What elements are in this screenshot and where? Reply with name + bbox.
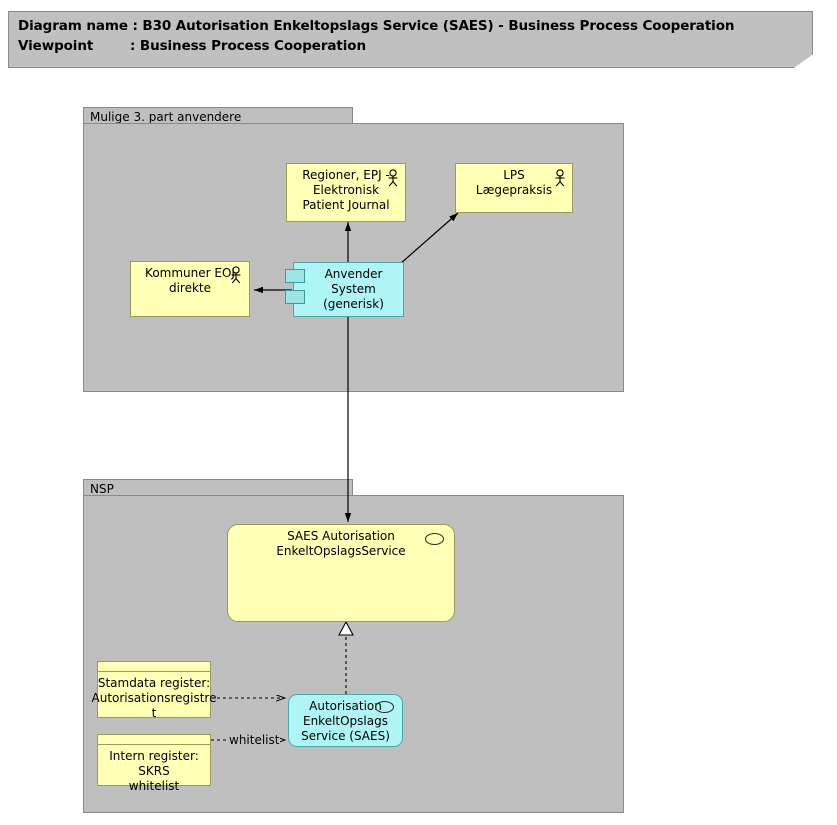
node-autorisation-enkeltopslags-service[interactable]: Autorisation EnkeltOpslags Service (SAES…: [288, 694, 403, 747]
group-tab-nsp[interactable]: NSP: [83, 479, 353, 496]
service-interface-icon: [375, 701, 394, 713]
node-lps-laegepraksis[interactable]: LPS Lægepraksis: [455, 163, 573, 213]
node-label-lps-laegepraksis: LPS Lægepraksis: [475, 168, 553, 197]
connector-label-whitelist: whitelist: [228, 733, 281, 747]
data-object-body: Stamdata register: Autorisationsregistre…: [92, 671, 217, 720]
node-saes-autorisation-service[interactable]: SAES Autorisation EnkeltOpslagsService: [227, 524, 455, 622]
node-regioner-epj[interactable]: Regioner, EPJ - Elektronisk Patient Jour…: [286, 163, 406, 222]
node-label-saes-autorisation-service: SAES Autorisation EnkeltOpslagsService: [276, 529, 406, 558]
business-actor-icon: [231, 266, 241, 284]
service-interface-icon: [425, 533, 444, 545]
component-tab-upper-icon: [285, 269, 305, 283]
node-kommuner-eoj[interactable]: Kommuner EOJ direkte: [130, 261, 250, 317]
viewpoint-line: Viewpoint : Business Process Cooperation: [18, 38, 366, 54]
node-label-stamdata-register: Stamdata register: Autorisationsregistre…: [91, 676, 217, 720]
node-label-anvender-system: Anvender System (generisk): [323, 267, 384, 311]
node-label-kommuner-eoj: Kommuner EOJ direkte: [145, 266, 235, 295]
node-label-intern-register-skrs: Intern register: SKRS whitelist: [109, 749, 199, 793]
component-tab-lower-icon: [285, 290, 305, 304]
business-actor-icon: [555, 169, 565, 187]
node-stamdata-register[interactable]: Stamdata register: Autorisationsregistre…: [92, 661, 217, 720]
node-label-regioner-epj: Regioner, EPJ - Elektronisk Patient Jour…: [302, 168, 390, 212]
data-object-body: Intern register: SKRS whitelist: [97, 744, 211, 793]
business-actor-icon: [388, 169, 398, 187]
diagram-title-banner: Diagram name : B30 Autorisation Enkeltop…: [8, 11, 813, 68]
node-anvender-system[interactable]: Anvender System (generisk): [293, 262, 404, 317]
node-intern-register-skrs[interactable]: Intern register: SKRS whitelist: [97, 734, 211, 793]
group-tab-third-party[interactable]: Mulige 3. part anvendere: [83, 107, 353, 124]
group-label-third-party: Mulige 3. part anvendere: [90, 110, 242, 124]
group-label-nsp: NSP: [90, 482, 114, 496]
diagram-name-line: Diagram name : B30 Autorisation Enkeltop…: [18, 18, 735, 34]
